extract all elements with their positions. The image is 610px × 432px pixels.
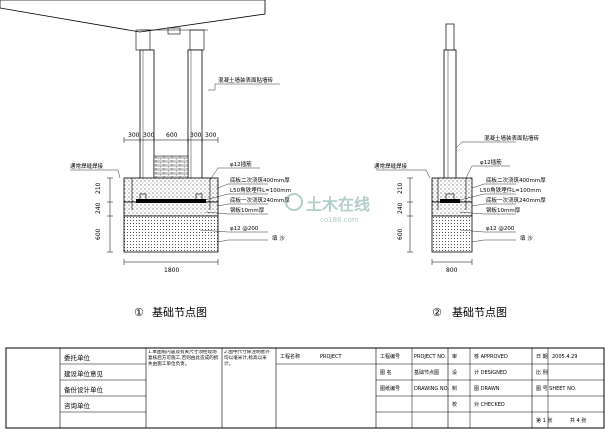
tb-label-drawing-no: 图纸编号 <box>380 385 400 392</box>
tb-sign-drawn-value: 图 DRAWN <box>474 386 500 392</box>
tb-label-consultant: 咨询单位 <box>64 401 91 410</box>
left-label-pour2: 底板一次浇筑240mm厚 <box>230 196 290 204</box>
right-label-weld: 通常焊缝焊接 <box>374 162 408 170</box>
left-slab-second-pour <box>123 177 219 203</box>
right-base-fill <box>431 215 473 253</box>
left-steel-plate <box>136 199 206 203</box>
left-column-1 <box>139 49 155 199</box>
left-caption: 基础节点图 <box>152 306 207 319</box>
tb-notes-1: 1.本图纸内容及有关尺寸须经现场复核后方可施工,否则由此造成的损失由施工单位负责… <box>148 350 219 367</box>
left-slab-first-pour <box>123 201 219 217</box>
right-slab-second-pour <box>431 177 473 203</box>
left-foundation-detail: 300 300 600 300 300 210 240 600 1800 <box>0 0 291 319</box>
left-dim-side-2: 240 <box>95 202 102 214</box>
right-dim-side-1: 210 <box>397 182 404 194</box>
left-beam-bracket <box>167 27 181 35</box>
right-column <box>443 49 457 199</box>
left-dim-bottom: 1800 <box>164 267 179 274</box>
left-label-stirrup: φ12 @200 <box>230 226 259 232</box>
tb-label-backup-design: 备份设计单位 <box>64 385 104 394</box>
left-dim-top-4: 300 <box>190 132 202 139</box>
left-dim-side-1: 210 <box>95 182 102 194</box>
tb-scale-label: 比 例 <box>536 369 548 376</box>
tb-value-project-no: PROJECT NO. <box>414 354 447 360</box>
tb-label-client: 委托单位 <box>64 353 91 362</box>
left-dim-top-1: 300 <box>128 132 140 139</box>
tb-sign-check-value: 对 CHECKED <box>474 401 505 408</box>
tb-sheet-label: 图 号 SHEET NO. <box>536 386 577 392</box>
watermark-text: 土木在线 <box>306 195 370 214</box>
tb-sign-design-label: 设 <box>452 369 457 376</box>
right-dim-side-3: 600 <box>397 228 404 240</box>
right-label-stirrup: φ12 @200 <box>486 226 515 232</box>
tb-date-label: 日 期 <box>536 354 548 360</box>
right-caption-number: ② <box>432 306 442 319</box>
left-dim-side-3: 600 <box>95 228 102 240</box>
tb-sheet-total: 共 4 张 <box>570 417 586 424</box>
tb-value-drawing-no: DRAWING NO. <box>414 386 449 392</box>
left-label-weld: 通常焊缝焊接 <box>70 162 104 170</box>
left-label-plate: 钢板10mm厚 <box>230 206 265 214</box>
right-column-cap <box>445 23 455 53</box>
left-base-fill <box>123 215 219 253</box>
left-label-fill: 填 沙 <box>272 234 285 242</box>
right-label-finish: 混凝土墙装表面贴墙砖 <box>484 134 540 142</box>
tb-project-label: 工程名称 <box>280 353 300 360</box>
tb-label-project-no: 工程编号 <box>380 353 400 360</box>
tb-sign-approve-label: 审 <box>452 353 457 360</box>
right-caption: 基础节点图 <box>452 306 507 319</box>
tb-date-value: 2005.4.29 <box>552 354 577 360</box>
tb-project-value: PROJECT <box>320 354 343 360</box>
tb-sheet-current: 第 1 张 <box>536 417 552 424</box>
left-label-bar: φ12插筋 <box>230 160 252 168</box>
left-label-pour: 底板二次浇筑400mm厚 <box>230 176 290 184</box>
right-label-pour: 底板二次浇筑400mm厚 <box>486 176 546 184</box>
right-dim-side-2: 240 <box>397 202 404 214</box>
watermark: 土木在线 co188.com <box>285 193 370 224</box>
tb-label-drawing-name: 图 名 <box>380 369 392 376</box>
left-dim-top-2: 300 <box>143 132 155 139</box>
right-dim-bottom: 800 <box>446 267 458 274</box>
left-caption-number: ① <box>134 306 144 319</box>
tb-label-owner-opinion: 建设单位意见 <box>64 369 104 378</box>
left-dim-top-3: 600 <box>166 132 178 139</box>
title-block: 委托单位 建设单位意见 备份设计单位 咨询单位 1.本图纸内容及有关尺寸须经现场… <box>5 347 605 429</box>
right-label-fill: 填 沙 <box>520 234 533 242</box>
tb-sign-check-label: 校 <box>452 401 457 408</box>
left-label-finish: 混凝土墙装表面贴墙砖 <box>218 76 274 84</box>
right-foundation-detail: 210 240 600 800 混凝土墙装表面贴墙砖 通常焊缝焊接 φ12插筋 … <box>374 23 546 319</box>
left-dim-top-5: 300 <box>205 132 217 139</box>
right-steel-plate <box>440 199 460 203</box>
right-label-angle: L50角铁埋件L=100mm <box>480 186 541 194</box>
watermark-logo-icon <box>285 193 303 211</box>
right-label-pour2: 底板一次浇筑240mm厚 <box>486 196 546 204</box>
watermark-subtext: co188.com <box>320 216 359 224</box>
tb-sign-approve-value: 核 APPROVED <box>474 353 508 360</box>
tb-value-drawing-name: 基础节点图 <box>414 369 439 376</box>
left-label-angle: L50角铁埋件L=100mm <box>230 186 291 194</box>
tb-sign-design-value: 计 DESIGNED <box>474 369 507 376</box>
tb-notes-2: 2.图中尺寸除注明者外均以毫米计,标高以米计。 <box>224 350 270 367</box>
left-column-2 <box>187 49 203 199</box>
right-label-bar: φ12插筋 <box>480 158 502 166</box>
left-top-beam <box>0 0 266 33</box>
tb-sign-drawn-label: 制 <box>452 385 457 392</box>
right-label-plate: 钢板10mm厚 <box>486 206 521 214</box>
